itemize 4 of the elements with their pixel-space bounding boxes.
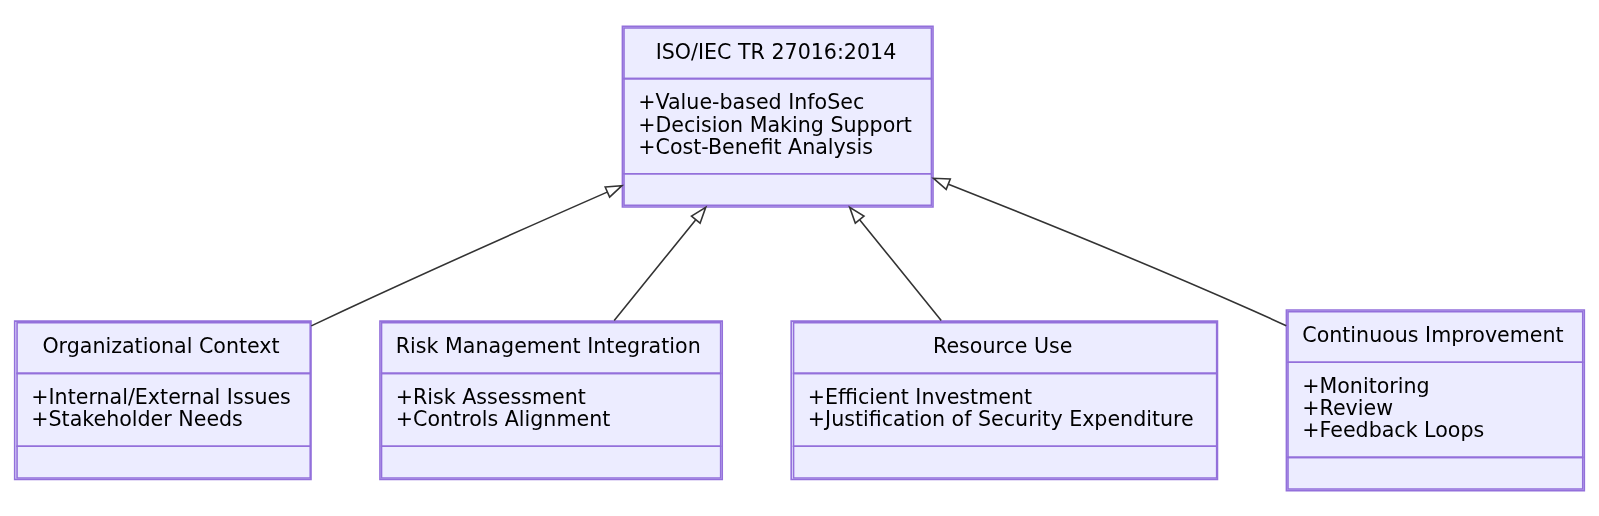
arrow <box>613 205 708 321</box>
arrow <box>310 184 625 327</box>
arrow <box>848 205 942 321</box>
arrow <box>931 176 1288 327</box>
